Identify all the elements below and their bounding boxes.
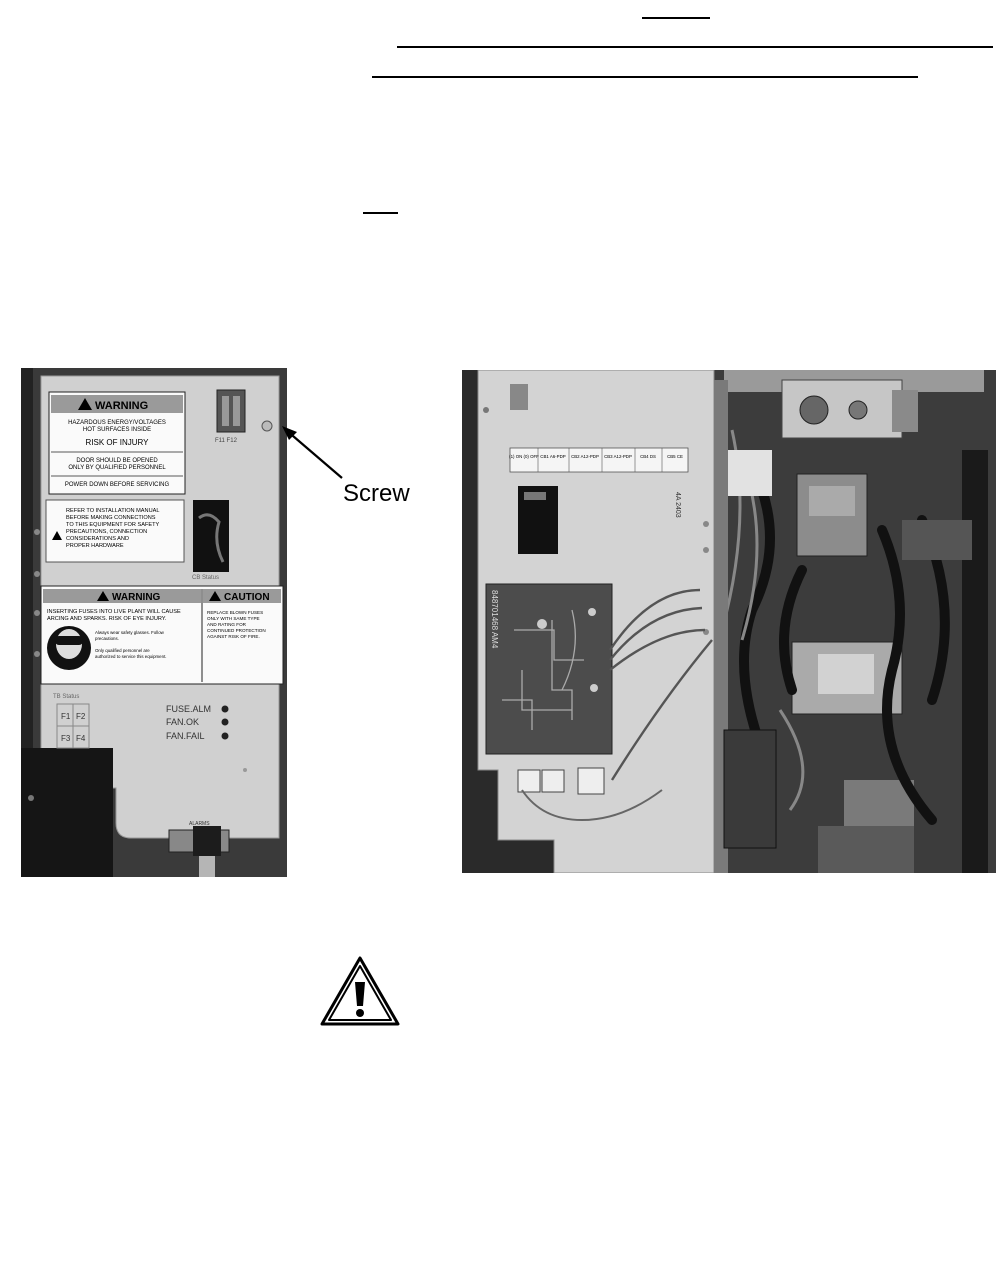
top-short-underline [642,17,710,19]
warning2-note-4: authorized to service this equipment. [95,654,167,659]
warning2-line-2: ARCING AND SPARKS. RISK OF EYE INJURY. [47,616,167,622]
fuse-f1: F1 [61,712,71,721]
cb-header-4: CB4 DS [640,454,656,459]
warning2-note-2: precautions. [95,636,119,641]
fuse-f2: F2 [76,712,86,721]
cb-header-2: CB2 A12-PDP [571,454,599,459]
warning-header: WARNING [95,400,148,412]
tb-status-label: TB Status [53,694,79,700]
caution-line-1: REPLACE BLOWN FUSES [207,610,263,615]
alarms-label: ALARMS [189,821,210,827]
fan-ok-led-icon [221,718,229,726]
warning-line-4: DOOR SHOULD BE OPENED [76,458,158,464]
warning2-line-1: INSERTING FUSES INTO LIVE PLANT WILL CAU… [47,609,181,615]
cb-header-1: CB1 A6-PDP [540,454,565,459]
caution-line-4: CONTINUED PROTECTION [207,628,266,633]
warning-line-3: RISK OF INJURY [86,438,150,447]
label-4a: 4A 2403 [674,492,681,518]
warning-line-2: HOT SURFACES INSIDE [83,427,151,433]
warning-line-6: POWER DOWN BEFORE SERVICING [65,482,170,488]
fuse-f4: F4 [76,734,86,743]
cb-status-label: CB Status [192,575,219,581]
warning2-note-3: Only qualified personnel are [95,648,150,653]
caution-line-2: ONLY WITH SAME TYPE [207,616,260,621]
screw-callout-arrow [282,426,343,479]
refer-line-2: BEFORE MAKING CONNECTIONS [66,515,156,521]
warning2-note-1: Always wear safety glasses. Follow [95,630,165,635]
refer-line-3: TO THIS EQUIPMENT FOR SAFETY [66,522,160,528]
refer-line-5: CONSIDERATIONS AND [66,536,129,542]
refer-line-4: PRECAUTIONS, CONNECTION [66,529,147,535]
warning-line-1: HAZARDOUS ENERGY/VOLTAGES [68,420,166,426]
refer-line-1: REFER TO INSTALLATION MANUAL [66,508,159,514]
interior-illustration: (1) ON (0) OFF CB1 A6-PDP CB2 A12-PDP CB… [462,370,996,873]
small-underline [363,212,398,214]
caution-line-5: AGAINST RISK OF FIRE. [207,634,260,639]
warning-line-5: ONLY BY QUALIFIED PERSONNEL [68,465,166,471]
cb-header-0: (1) ON (0) OFF [509,454,539,459]
led-label-fuse-alm: FUSE.ALM [166,704,211,714]
caution-header: CAUTION [224,592,270,603]
fan-fail-led-icon [221,732,229,740]
caution-triangle-icon [320,956,400,1026]
led-label-fan-fail: FAN.FAIL [166,731,205,741]
board-id: 848701468 AM4 [490,590,499,649]
fuse-label: F11 F12 [215,438,238,444]
front-panel-photo: F11 F12 WARNING HAZARDOUS ENERGY/VOLTAGE… [21,368,287,877]
screw-callout-label: Screw [343,480,410,507]
front-panel-illustration: F11 F12 WARNING HAZARDOUS ENERGY/VOLTAGE… [21,368,287,877]
fuse-f3: F3 [61,734,71,743]
interior-photo: (1) ON (0) OFF CB1 A6-PDP CB2 A12-PDP CB… [462,370,996,873]
line-underline-2 [372,76,918,78]
refer-line-6: PROPER HARDWARE [66,543,124,549]
cb-header-5: CB5 CE [667,454,683,459]
fuse-alm-led-icon [221,705,229,713]
warning2-header: WARNING [112,592,161,603]
line-underline-1 [397,46,993,48]
cb-header-3: CB3 A12-PDP [604,454,632,459]
led-label-fan-ok: FAN.OK [166,717,199,727]
caution-line-3: AND RATING FOR [207,622,247,627]
